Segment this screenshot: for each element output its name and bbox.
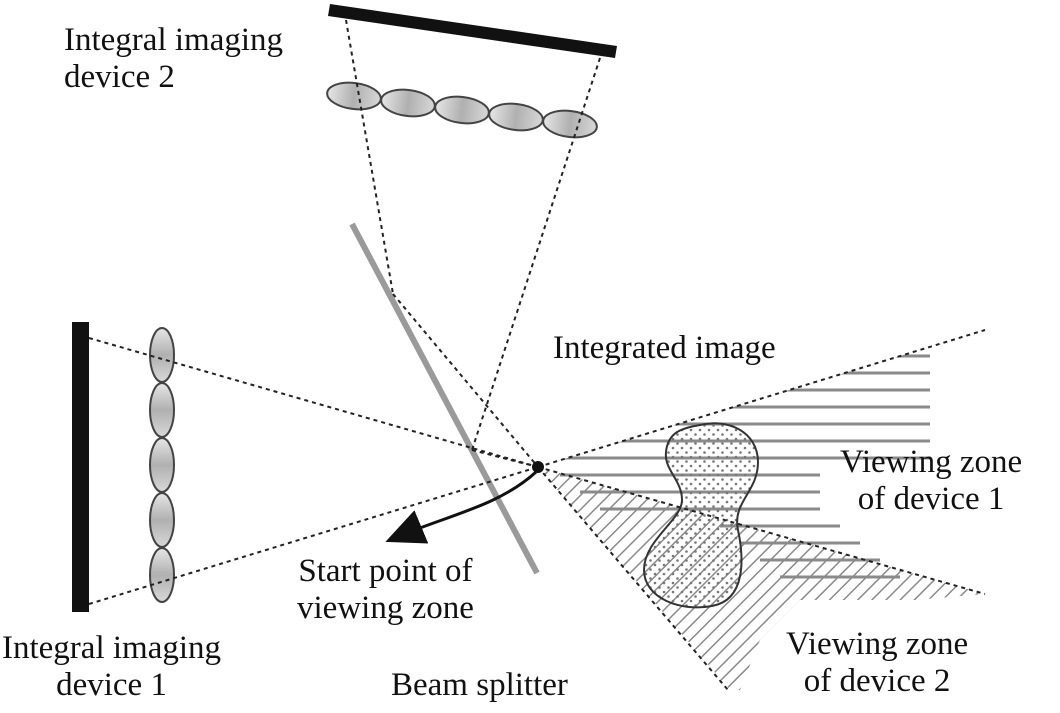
start-point-label: Start point of viewing zone	[297, 553, 474, 627]
lens	[149, 382, 175, 438]
start-point-label-line-1: Start point of	[298, 553, 473, 589]
start-point-label-line-2: viewing zone	[297, 590, 474, 626]
viewing-zone-2-label: Viewing zone of device 2	[786, 626, 968, 700]
integrated-image-object	[642, 422, 760, 609]
integrated-image-label: Integrated image	[553, 330, 776, 366]
lens	[488, 102, 544, 132]
lens	[149, 327, 175, 383]
device-2	[326, 4, 617, 139]
lens	[434, 95, 490, 125]
device-1-label-line-1: Integral imaging	[2, 630, 222, 666]
device-2-display-panel	[328, 4, 617, 58]
lens	[326, 81, 382, 111]
ray-lines	[88, 19, 986, 691]
device-2-label-line-2: device 2	[64, 59, 175, 95]
device-1	[72, 322, 175, 612]
device-2-lens-array	[326, 81, 598, 139]
device-1-display-panel	[72, 322, 89, 612]
device-1-lens-array	[149, 327, 175, 603]
start-point-arrow	[385, 470, 538, 544]
beam-splitter-label: Beam splitter	[391, 667, 568, 703]
device-2-label: Integral imaging device 2	[64, 22, 283, 96]
lens	[542, 109, 598, 139]
viewing-zone-1-label-line-1: Viewing zone	[840, 444, 1023, 480]
viewing-zone-2-label-line-2: of device 2	[803, 663, 951, 699]
viewing-zone-2-label-line-1: Viewing zone	[786, 626, 969, 662]
viewing-zone-2-hatch	[538, 467, 985, 690]
lens	[149, 437, 175, 493]
lens	[149, 547, 175, 603]
viewing-zone-1-label: Viewing zone of device 1	[840, 444, 1022, 518]
device-2-label-line-1: Integral imaging	[64, 22, 284, 58]
lens	[149, 492, 175, 548]
viewing-zone-1-label-line-2: of device 1	[857, 481, 1005, 517]
lens	[380, 88, 436, 118]
device-1-label: Integral imaging device 1	[2, 630, 221, 704]
device-1-label-line-2: device 1	[56, 667, 167, 703]
start-point-marker	[532, 461, 544, 473]
beam-splitter	[349, 222, 540, 575]
